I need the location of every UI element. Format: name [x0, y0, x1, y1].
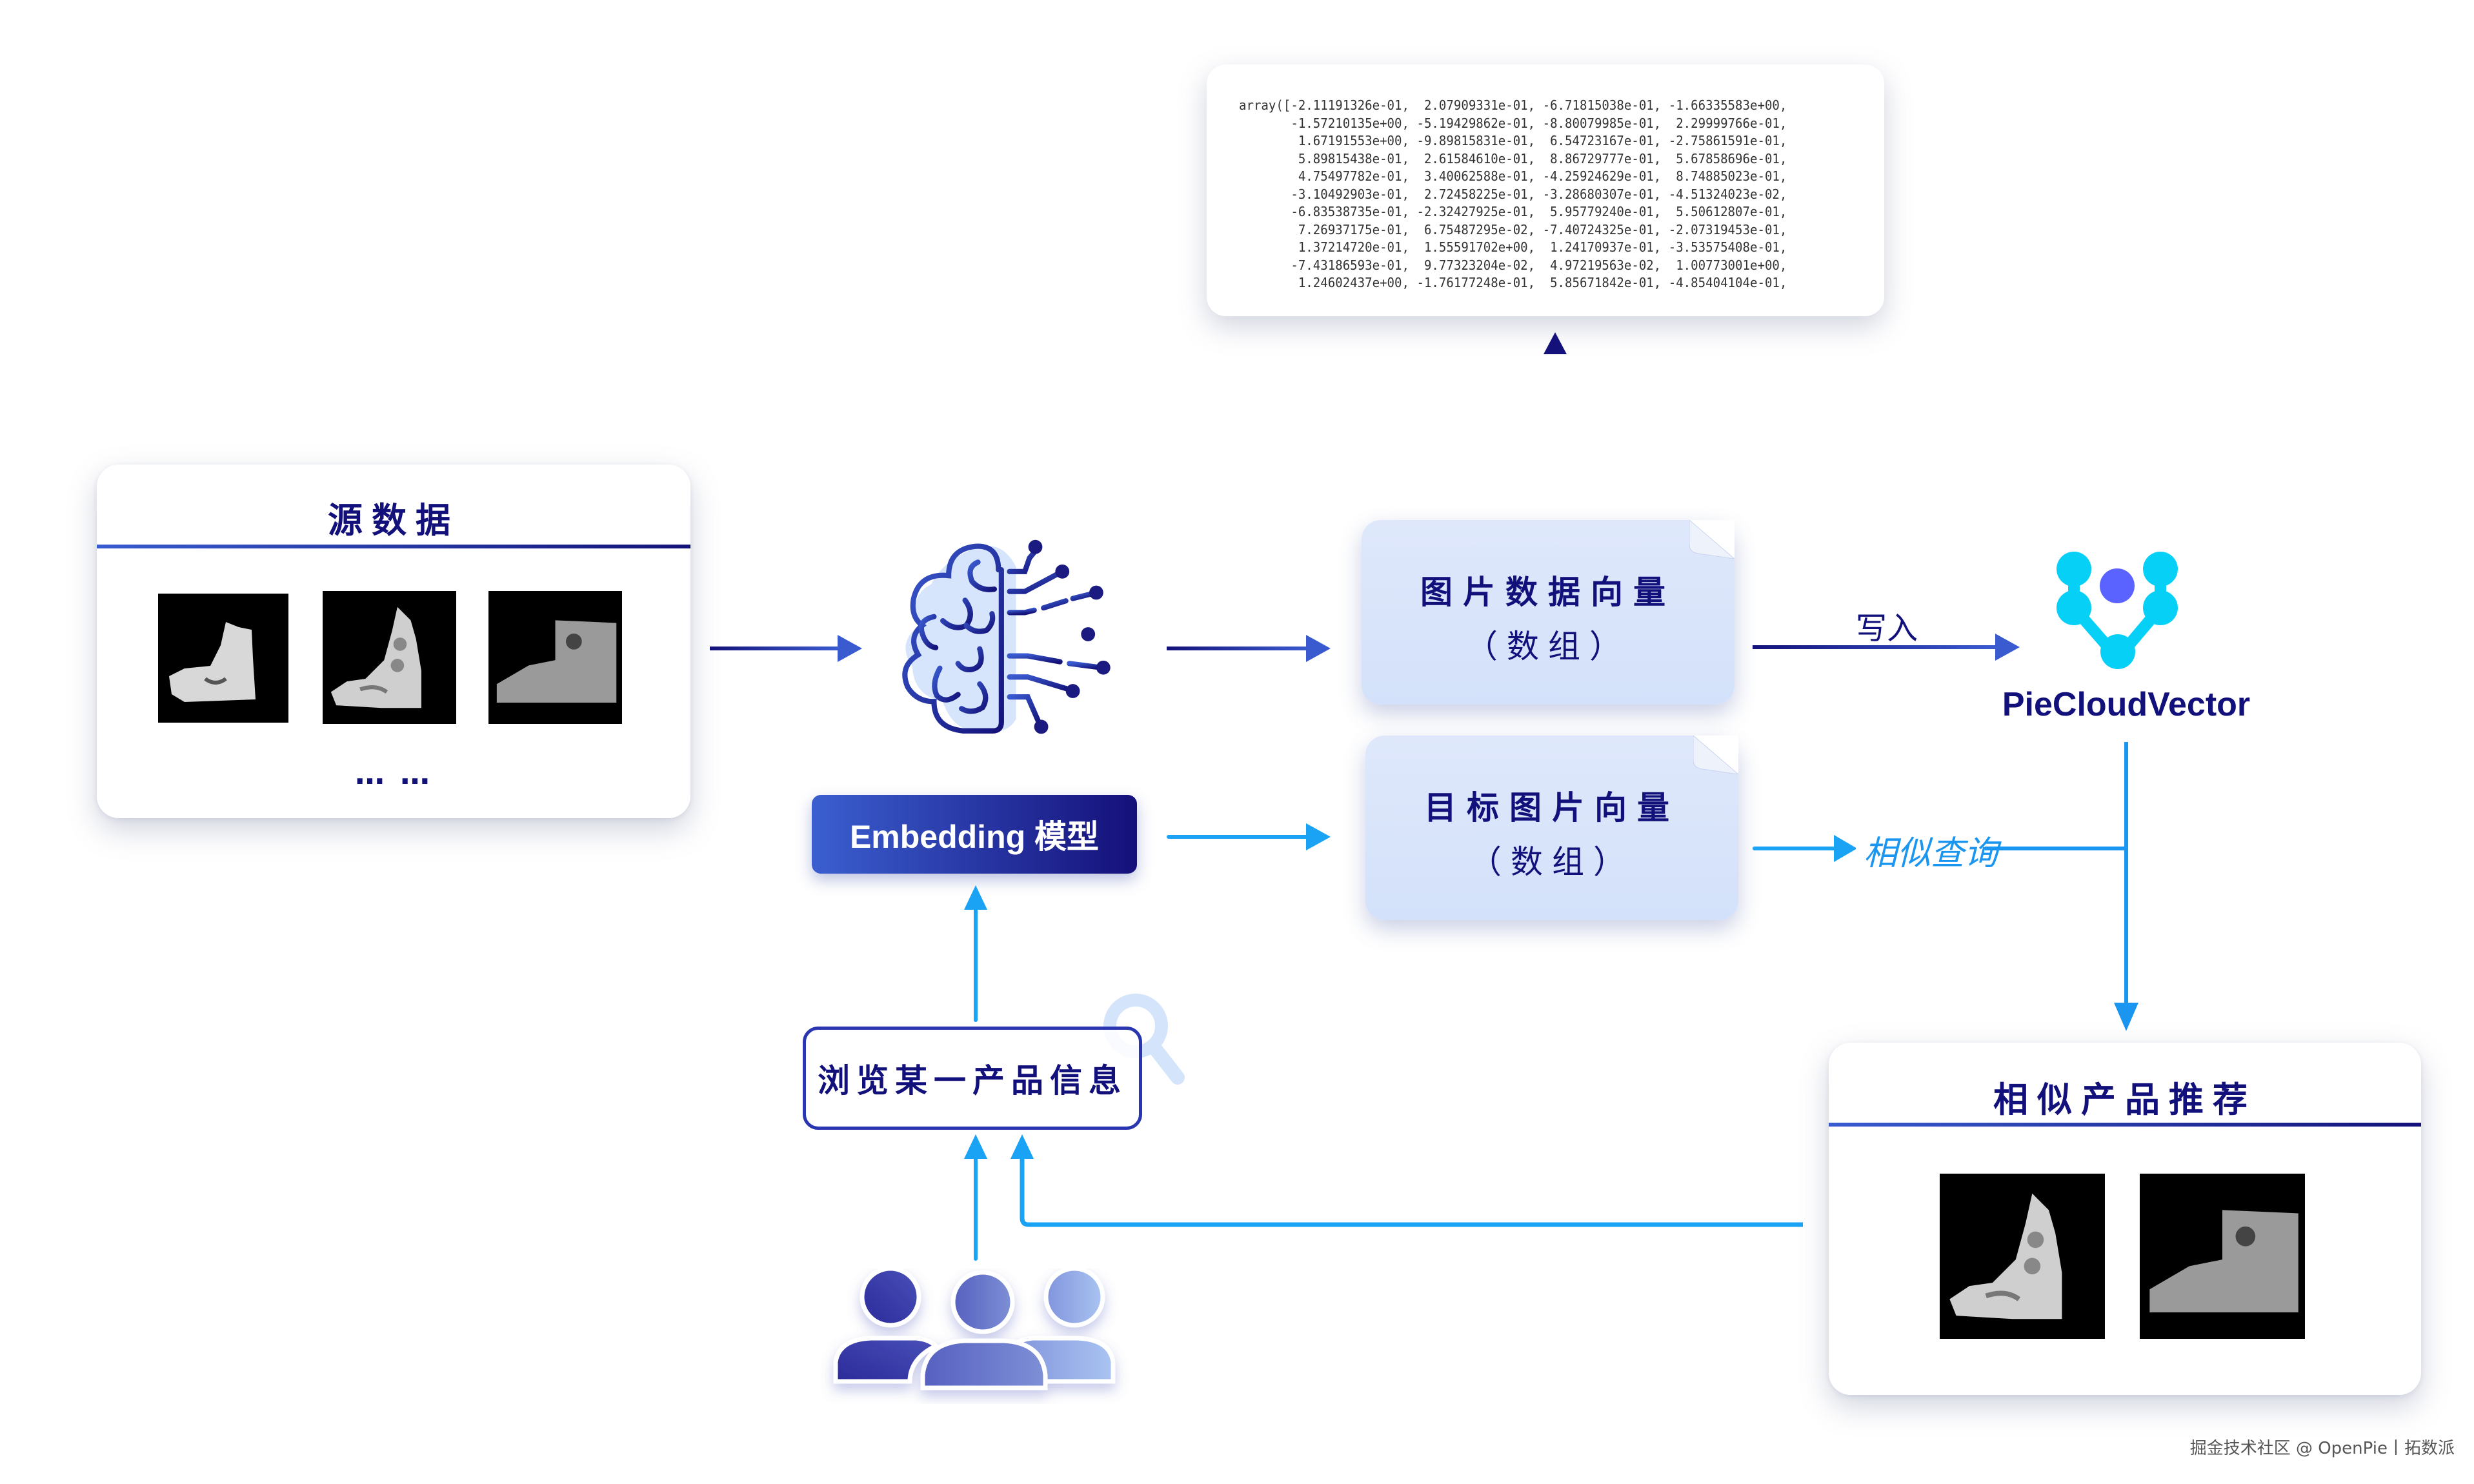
- image-vector-card: 图片数据向量 （数组）: [1362, 520, 1735, 705]
- recommended-image-boot-2: [2140, 1174, 2305, 1339]
- target-vector-subtitle: （数组）: [1469, 843, 1634, 881]
- similar-products-panel: 相似产品推荐: [1829, 1043, 2421, 1395]
- page-fold-icon: [1689, 520, 1735, 559]
- arrow-similarity-query: [1753, 835, 1856, 862]
- image-vector-subtitle: （数组）: [1465, 628, 1631, 665]
- browse-product-label: 浏览某一产品信息: [818, 1062, 1127, 1099]
- product-image-boot-2: [323, 591, 456, 724]
- arrow-model-to-image-vector: [1167, 635, 1331, 662]
- write-label: 写入: [1856, 610, 1918, 647]
- source-data-panel: 源数据 … …: [97, 465, 690, 818]
- arrow-model-to-target-vector: [1167, 823, 1331, 850]
- query-connector-line: [1985, 742, 2138, 1031]
- arrow-browse-to-model: [964, 885, 987, 1022]
- arrow-users-to-browse: [964, 1134, 987, 1261]
- image-vector-title: 图片数据向量: [1420, 574, 1676, 611]
- arrow-write-to-db: [1753, 634, 2020, 661]
- vector-array-text: array([-2.11191326e-01, 2.07909331e-01, …: [1239, 97, 1787, 290]
- product-image-boot-1: [158, 594, 288, 723]
- recommended-image-boot-1: [1940, 1174, 2105, 1339]
- title-divider: [1829, 1123, 2421, 1127]
- similar-products-title: 相似产品推荐: [1993, 1079, 2257, 1120]
- embedding-model-label: Embedding 模型: [849, 819, 1100, 855]
- piecloudvector-logo-icon: [2057, 552, 2178, 669]
- source-data-title: 源数据: [328, 500, 459, 541]
- page-fold-icon: [1693, 736, 1738, 774]
- target-vector-title: 目标图片向量: [1424, 789, 1680, 827]
- target-vector-card: 目标图片向量 （数组）: [1365, 736, 1738, 920]
- product-image-boot-3: [488, 591, 622, 724]
- footer-credit: 掘金技术社区 @ OpenPie丨拓数派: [2189, 1439, 2455, 1458]
- browse-product-box[interactable]: 浏览某一产品信息: [803, 1027, 1142, 1130]
- feedback-line-to-browse: [1011, 1134, 1803, 1227]
- brain-circuit-icon: [902, 539, 1111, 734]
- vector-array-output: array([-2.11191326e-01, 2.07909331e-01, …: [1207, 65, 1884, 316]
- more-items-ellipsis: … …: [354, 756, 432, 791]
- embedding-model-button[interactable]: Embedding 模型: [812, 795, 1137, 874]
- dashed-arrow-to-array: [1544, 332, 1567, 516]
- similarity-query-label: 相似查询: [1864, 834, 1998, 873]
- title-divider: [97, 545, 690, 548]
- users-group-icon: [833, 1268, 1116, 1390]
- piecloudvector-name: PieCloudVector: [2002, 686, 2251, 723]
- arrow-source-to-model: [710, 635, 862, 662]
